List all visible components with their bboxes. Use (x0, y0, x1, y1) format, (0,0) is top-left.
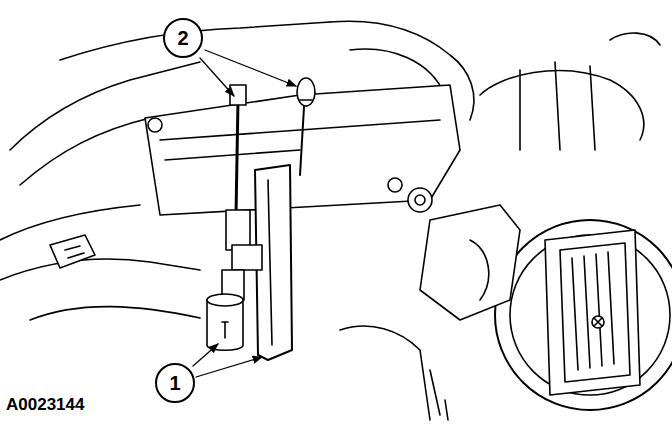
callout-number: 1 (169, 373, 180, 393)
callout-circle: 1 (155, 363, 195, 403)
callout-circle: 2 (163, 18, 203, 58)
callout-number: 2 (177, 28, 188, 48)
figure-code: A0023144 (6, 395, 84, 415)
